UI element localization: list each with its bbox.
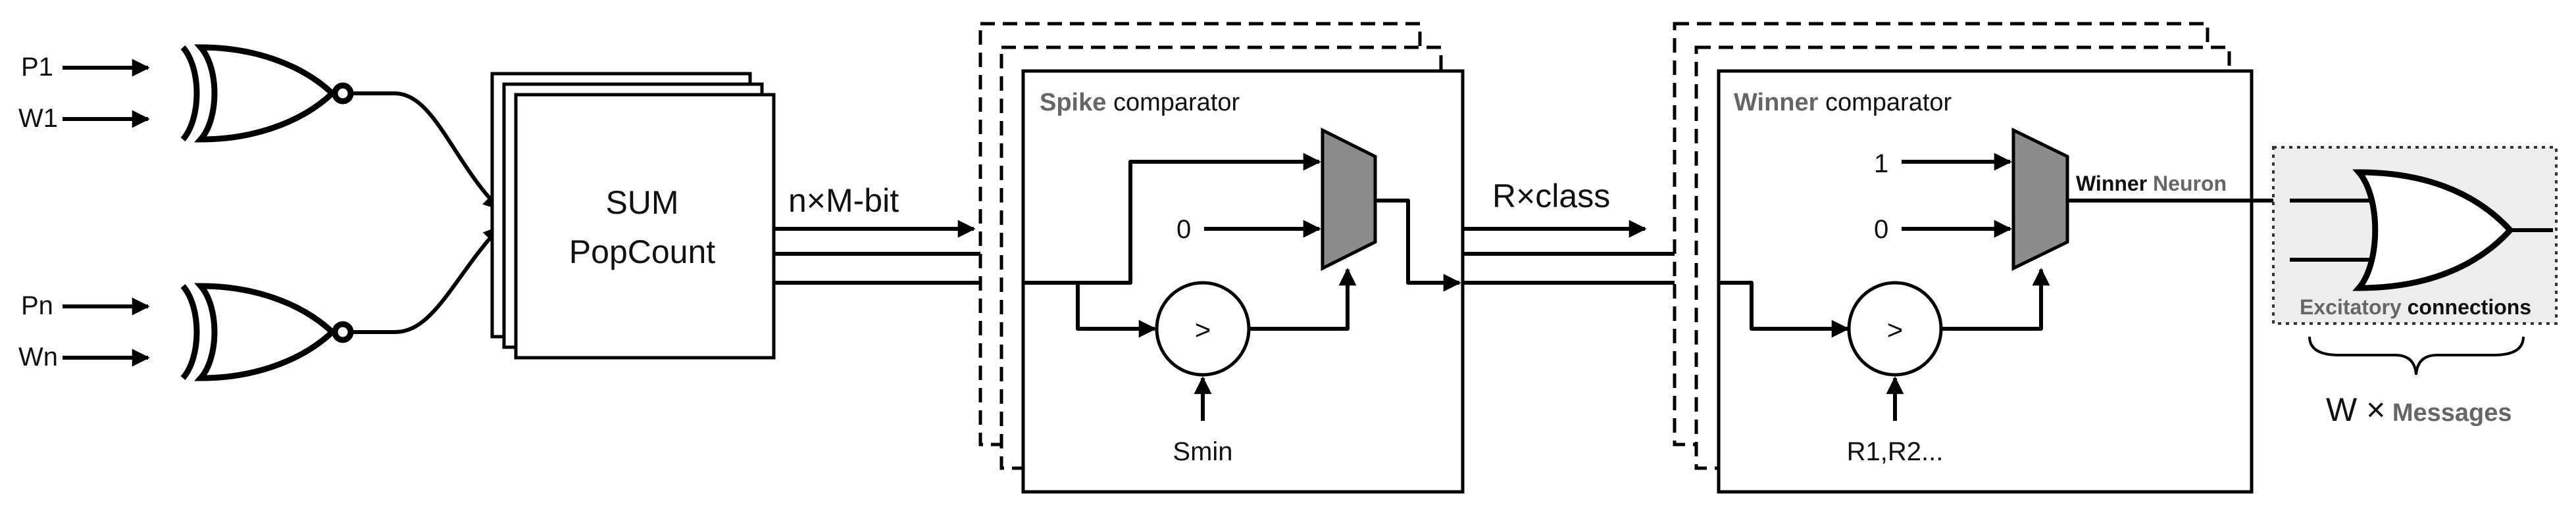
excitatory-connections-label: Excitatory connections — [2300, 295, 2531, 319]
winner-neuron-label: Winner Neuron — [2076, 172, 2227, 195]
winner-comparator-frame — [1717, 69, 2254, 494]
winner-comparator-title: Winner comparator — [1734, 89, 1952, 116]
winner-threshold-label: R1,R2... — [1847, 437, 1944, 466]
winner-wire-to-comparator — [1719, 281, 1850, 338]
messages-brace — [2308, 336, 2525, 375]
curve-bottom-to-sum — [394, 225, 502, 334]
winner-multiplexer — [2011, 127, 2069, 272]
winner-wire-comparator-to-mux — [1941, 268, 2050, 331]
input-wn-label: Wn — [18, 343, 58, 372]
sum-label: SUM — [605, 184, 678, 221]
spike-wire-to-comparator — [1076, 283, 1157, 338]
input-p1-label: P1 — [21, 53, 53, 82]
winner-comparator-symbol: > — [1887, 314, 1904, 345]
winner-mux-input-0: 0 — [1874, 215, 1888, 244]
input-pn-label: Pn — [21, 291, 53, 320]
spike-comparator-symbol: > — [1195, 314, 1211, 345]
or-gate — [2352, 169, 2515, 291]
spike-comparator-title: Spike comparator — [1040, 89, 1240, 116]
spike-multiplexer — [1321, 127, 1377, 272]
bus-label-nxm: n×M-bit — [788, 182, 899, 219]
spike-threshold-label: Smin — [1173, 437, 1232, 466]
spike-mux-input-0: 0 — [1176, 215, 1191, 244]
popcount-label: PopCount — [569, 233, 715, 270]
xnor-gate-bottom — [180, 283, 354, 381]
curve-top-to-sum — [394, 91, 502, 211]
spike-wire-comparator-to-mux — [1249, 268, 1357, 331]
input-w1-label: W1 — [18, 104, 58, 133]
winner-mux-input-1: 1 — [1874, 149, 1888, 178]
sum-block — [514, 93, 776, 360]
bus-label-rxclass: R×class — [1492, 178, 1610, 214]
spike-mux-output-wire — [1375, 199, 1461, 292]
messages-label: W × Messages — [2326, 391, 2512, 428]
xnor-gate-top — [180, 44, 354, 143]
